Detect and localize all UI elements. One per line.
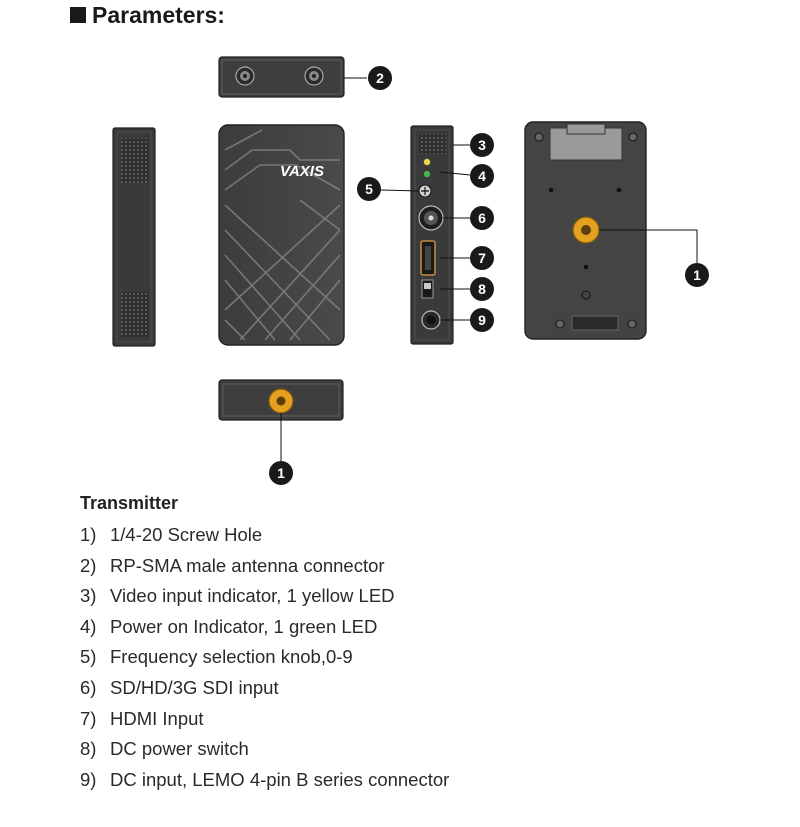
legend-item-number: 6)	[80, 676, 97, 698]
legend-title: Transmitter	[80, 493, 179, 513]
sdi-connector-icon	[418, 205, 444, 231]
legend-item-number: 8)	[80, 738, 97, 760]
back-view	[524, 121, 698, 340]
legend-item: 7) HDMI Input	[80, 704, 780, 735]
svg-text:6: 6	[478, 210, 486, 226]
lemo-dc-connector-icon	[421, 310, 441, 330]
svg-text:3: 3	[478, 137, 486, 153]
legend-item: 2) RP-SMA male antenna connector	[80, 551, 780, 582]
legend-item-text: RP-SMA male antenna connector	[110, 554, 385, 576]
front-view: VAXIS	[218, 124, 345, 346]
screw-hole-icon	[572, 216, 600, 244]
legend-item: 9) DC input, LEMO 4-pin B series connecto…	[80, 765, 780, 796]
green-led-icon	[423, 170, 431, 178]
callout-3: 3	[470, 133, 494, 157]
legend-item-text: Power on Indicator, 1 green LED	[110, 615, 378, 637]
svg-text:2: 2	[376, 70, 384, 86]
legend-item-text: HDMI Input	[110, 707, 204, 729]
svg-text:8: 8	[478, 281, 486, 297]
legend-item-number: 3)	[80, 585, 97, 607]
legend-item-text: DC input, LEMO 4-pin B series connector	[110, 768, 450, 790]
svg-text:1: 1	[277, 465, 285, 481]
svg-text:7: 7	[478, 250, 486, 266]
callout-7: 7	[470, 246, 494, 270]
callout-8: 8	[470, 277, 494, 301]
legend-list: 1) 1/4-20 Screw Hole 2) RP-SMA male antenn…	[80, 520, 780, 795]
legend-item: 3) Video input indicator, 1 yellow LED	[80, 581, 780, 612]
bottom-view	[218, 379, 344, 461]
side-view-left	[112, 127, 156, 347]
callout-1-back: 1	[685, 263, 709, 287]
callout-1-bottom: 1	[269, 461, 293, 485]
square-bullet-icon	[70, 7, 86, 23]
yellow-led-icon	[423, 158, 431, 166]
top-view	[218, 56, 367, 98]
hdmi-port-icon	[420, 240, 436, 276]
legend-item: 5) Frequency selection knob,0-9	[80, 642, 780, 673]
callout-4: 4	[470, 164, 494, 188]
frequency-knob-icon	[418, 184, 432, 198]
legend-item-text: DC power switch	[110, 738, 249, 760]
legend-item: 1) 1/4-20 Screw Hole	[80, 520, 780, 551]
callout-2: 2	[368, 66, 392, 90]
legend-item-number: 5)	[80, 646, 97, 668]
svg-text:9: 9	[478, 312, 486, 328]
legend-item-number: 9)	[80, 768, 97, 790]
callout-5: 5	[357, 177, 381, 201]
callout-9: 9	[470, 308, 494, 332]
svg-text:1: 1	[693, 267, 701, 283]
side-view-right	[380, 125, 471, 345]
legend-item-text: SD/HD/3G SDI input	[110, 676, 279, 698]
device-diagram: VAXIS	[112, 56, 709, 485]
svg-text:5: 5	[365, 181, 373, 197]
sma-connector-right-icon	[304, 66, 324, 86]
power-switch-icon	[421, 279, 434, 299]
legend-item-number: 7)	[80, 707, 97, 729]
page-title: Parameters:	[92, 1, 225, 28]
parts-legend: Transmitter 1) 1/4-20 Screw Hole 2) RP-SMA…	[80, 493, 780, 795]
svg-text:4: 4	[478, 168, 486, 184]
legend-item-number: 4)	[80, 615, 97, 637]
legend-item-text: Video input indicator, 1 yellow LED	[110, 585, 395, 607]
legend-item-text: Frequency selection knob,0-9	[110, 646, 353, 668]
legend-item: 6) SD/HD/3G SDI input	[80, 673, 780, 704]
vaxis-logo: VAXIS	[280, 163, 324, 180]
legend-item-text: 1/4-20 Screw Hole	[110, 524, 263, 545]
sma-connector-left-icon	[235, 66, 255, 86]
legend-item-number: 2)	[80, 554, 97, 576]
legend-item: 4) Power on Indicator, 1 green LED	[80, 612, 780, 643]
legend-item-number: 1)	[80, 524, 97, 545]
screw-hole-bottom-icon	[268, 388, 294, 414]
legend-item: 8) DC power switch	[80, 734, 780, 765]
section-heading: Parameters:	[70, 0, 225, 30]
callout-6: 6	[470, 206, 494, 230]
